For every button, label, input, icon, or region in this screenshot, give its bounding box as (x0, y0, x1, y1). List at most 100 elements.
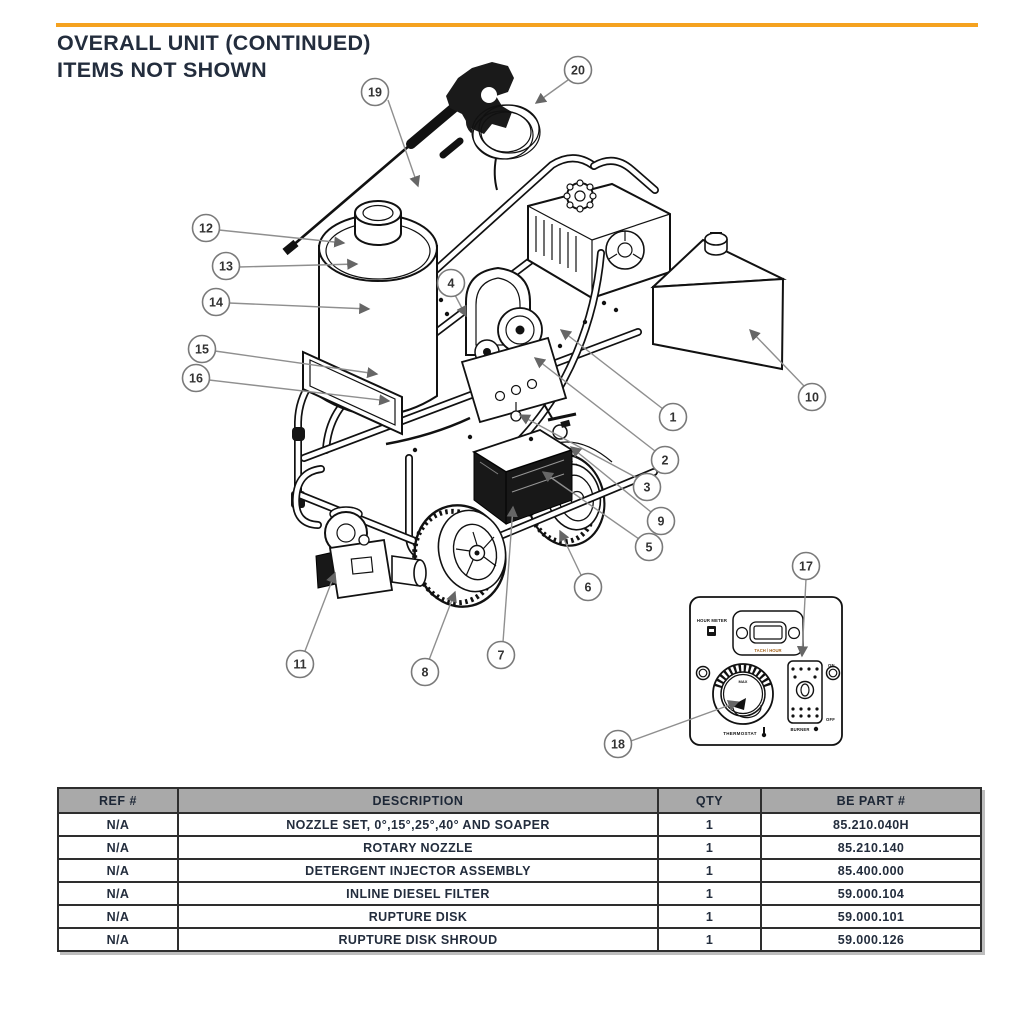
leader-lines (208, 79, 809, 742)
table-cell: ROTARY NOZZLE (177, 835, 659, 860)
fastener-dots (412, 297, 619, 453)
callout-1: 1 (658, 402, 688, 432)
callout-15: 15 (187, 334, 217, 364)
svg-text:18: 18 (611, 738, 625, 752)
table-cell: 1 (657, 927, 762, 952)
svg-text:16: 16 (189, 372, 203, 386)
table-cell: 59.000.126 (760, 927, 982, 952)
table-cell: 59.000.101 (760, 904, 982, 929)
svg-text:7: 7 (498, 649, 505, 663)
callout-5: 5 (634, 532, 664, 562)
callout-4: 4 (436, 268, 466, 298)
table-cell: NOZZLE SET, 0°,15°,25°,40° AND SOAPER (177, 812, 659, 837)
svg-text:3: 3 (644, 481, 651, 495)
table-cell: N/A (57, 904, 179, 929)
table-cell: N/A (57, 927, 179, 952)
table-cell: N/A (57, 835, 179, 860)
svg-text:20: 20 (571, 64, 585, 78)
callout-7: 7 (486, 640, 516, 670)
svg-text:19: 19 (368, 86, 382, 100)
pump-assembly (385, 266, 577, 446)
svg-text:13: 13 (219, 260, 233, 274)
control-panel: HOUR METER TACH / HOUR MAX (689, 596, 843, 746)
svg-text:9: 9 (658, 515, 665, 529)
svg-text:1: 1 (670, 411, 677, 425)
table-cell: 59.000.104 (760, 881, 982, 906)
tank-cap (354, 200, 402, 246)
table-cell: N/A (57, 812, 179, 837)
svg-text:14: 14 (209, 296, 223, 310)
on-label: ON (828, 663, 835, 668)
svg-text:8: 8 (422, 666, 429, 680)
callout-9: 9 (646, 506, 676, 536)
svg-text:5: 5 (646, 541, 653, 555)
callout-12: 12 (191, 213, 221, 243)
table-cell: 85.210.040H (760, 812, 982, 837)
table-cell: 1 (657, 812, 762, 837)
spray-gun (446, 62, 514, 134)
thermostat-knob: MAX (712, 663, 774, 725)
column-header: DESCRIPTION (177, 787, 659, 814)
svg-text:6: 6 (585, 581, 592, 595)
svg-text:15: 15 (195, 343, 209, 357)
page-title-line1: OVERALL UNIT (CONTINUED) (57, 31, 371, 55)
frame-side-panel (302, 350, 403, 436)
column-header: REF # (57, 787, 179, 814)
callout-3: 3 (632, 472, 662, 502)
callout-6: 6 (573, 572, 603, 602)
callout-11: 11 (285, 649, 315, 679)
callouts: 1 2 3 4 5 6 7 8 9 10 11 12 13 14 15 16 1… (181, 55, 827, 759)
table-cell: INLINE DIESEL FILTER (177, 881, 659, 906)
callout-17: 17 (791, 551, 821, 581)
callout-2: 2 (650, 445, 680, 475)
table-cell: 85.400.000 (760, 858, 982, 883)
mount-hole-right (825, 665, 841, 681)
table-cell: N/A (57, 881, 179, 906)
thermometer-icon (761, 727, 767, 738)
table-cell: 1 (657, 858, 762, 883)
callout-10: 10 (797, 382, 827, 412)
gas-cap-icon (563, 179, 597, 213)
knob-max-label: MAX (739, 679, 748, 684)
callout-13: 13 (211, 251, 241, 281)
spray-wand (282, 101, 461, 256)
table-cell: 1 (657, 881, 762, 906)
callout-18: 18 (603, 729, 633, 759)
svg-text:17: 17 (799, 560, 813, 574)
column-header: QTY (657, 787, 762, 814)
svg-text:12: 12 (199, 222, 213, 236)
front-wheel (412, 504, 507, 608)
svg-text:2: 2 (662, 454, 669, 468)
callout-19: 19 (360, 77, 390, 107)
unloader-valve (543, 403, 577, 440)
table-cell: 1 (657, 835, 762, 860)
table-cell: RUPTURE DISK (177, 904, 659, 929)
callout-14: 14 (201, 287, 231, 317)
table-cell: 1 (657, 904, 762, 929)
drive-unit (471, 429, 575, 525)
table-cell: DETERGENT INJECTOR ASSEMBLY (177, 858, 659, 883)
mount-hole-left (695, 665, 711, 681)
page-title: OVERALL UNIT (CONTINUED) ITEMS NOT SHOWN (57, 30, 371, 84)
thermostat-label: THERMOSTAT (723, 731, 757, 736)
tach-hour-label: TACH / HOUR (754, 648, 781, 653)
callout-20: 20 (563, 55, 593, 85)
accent-rule (56, 23, 978, 27)
fuel-tank (650, 232, 787, 371)
column-header: BE PART # (760, 787, 982, 814)
table-cell: N/A (57, 858, 179, 883)
svg-text:11: 11 (293, 658, 306, 672)
callout-8: 8 (410, 657, 440, 687)
table-cell: 85.210.140 (760, 835, 982, 860)
callout-16: 16 (181, 363, 211, 393)
page-title-line2: ITEMS NOT SHOWN (57, 58, 267, 82)
flame-icon (813, 726, 819, 732)
